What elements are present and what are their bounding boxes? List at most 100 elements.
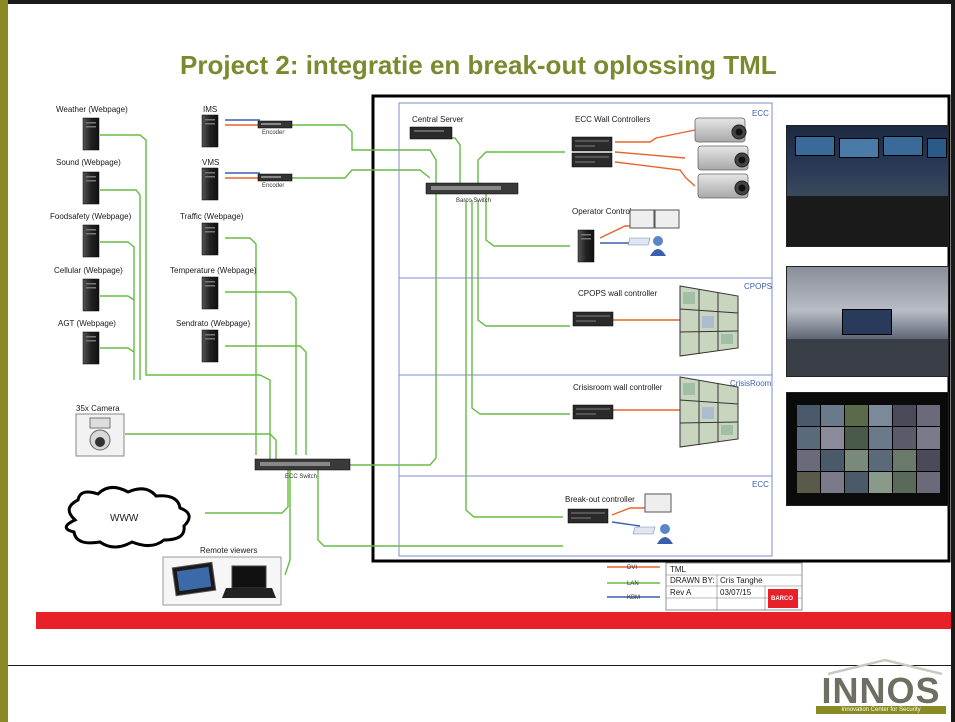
barco-logo-text: BARCO [771, 596, 793, 602]
barco-switch-label: Barco Switch [456, 198, 491, 204]
middle-column-sources: IMS Encoder VMS Encoder Traffic (Webpage… [170, 105, 293, 363]
cpops-controller: CPOPS wall controller [572, 285, 739, 357]
keyboard-icon [627, 237, 651, 246]
breakout-controller: Break-out controller [565, 493, 673, 544]
server-icon [82, 331, 100, 365]
central-server: Central Server [409, 115, 464, 140]
title-block-rev: Rev A [670, 588, 692, 597]
encoder-label: Encoder [262, 130, 284, 136]
ecc-switch-label: ECC Switch [285, 474, 317, 480]
frame-bottom-line [8, 665, 955, 666]
innos-logo-text: INNOS [821, 670, 941, 711]
videowall-icon [679, 285, 739, 357]
monitor-icon [629, 209, 655, 229]
zone-label-ecc-top: ECC [752, 109, 769, 118]
title-block-drawn-by: Cris Tanghe [720, 576, 763, 585]
monitor-icon [654, 209, 680, 229]
server-icon [201, 114, 219, 148]
server-icon [201, 276, 219, 310]
projector-icon [697, 145, 750, 171]
user-icon [657, 524, 673, 544]
camera: 35x Camera [75, 404, 125, 457]
server-icon [82, 171, 100, 205]
source-label: AGT (Webpage) [58, 319, 116, 328]
controller-icon [571, 136, 613, 152]
central-server-icon [409, 126, 453, 140]
projector-icon [697, 173, 750, 199]
controller-icon [572, 311, 614, 327]
www-cloud: WWW [64, 486, 191, 549]
controller-icon [567, 508, 609, 524]
innos-tagline: Innovation Center for Security [841, 707, 921, 713]
keyboard-icon [632, 526, 656, 535]
ecc-wall-controllers: ECC Wall Controllers [571, 115, 750, 199]
encoder-icon [257, 173, 293, 182]
controller-label: Operator Control [572, 207, 632, 216]
frame-top-line [8, 0, 955, 4]
server-icon [201, 167, 219, 201]
left-column-sources: Weather (Webpage) Sound (Webpage) Foodsa… [50, 105, 132, 365]
frame-left-bar [0, 0, 8, 722]
ecc-switch: ECC Switch [254, 458, 351, 480]
barco-logo [768, 589, 798, 608]
source-label: VMS [202, 158, 219, 167]
innos-tagline-bar: Innovation Center for Security [816, 706, 946, 714]
lan-connections [100, 124, 570, 576]
source-label: Weather (Webpage) [56, 105, 128, 114]
legend-dvi: DVI [627, 565, 637, 571]
title-block-name: TML [670, 565, 687, 574]
encoder-label: Encoder [262, 183, 284, 189]
controller-icon [572, 404, 614, 420]
server-icon [201, 222, 219, 256]
source-label: Sendrato (Webpage) [176, 319, 250, 328]
source-label: Traffic (Webpage) [180, 212, 244, 221]
zone-label-crisisroom: CrisisRoom [730, 379, 772, 388]
kbm-connections [225, 119, 641, 527]
zone-label-cpops: CPOPS [744, 282, 772, 291]
source-label: Cellular (Webpage) [54, 266, 123, 275]
server-icon [82, 117, 100, 151]
frame-right-line [951, 0, 955, 722]
dvi-connections [225, 124, 696, 516]
legend: DVI LAN KBM [607, 565, 660, 601]
controller-label: CPOPS wall controller [578, 289, 657, 298]
title-block: TML DRAWN BY: Cris Tanghe Rev A 03/07/15… [665, 562, 803, 611]
source-label: Sound (Webpage) [56, 158, 121, 167]
controller-label: Crisisroom wall controller [573, 383, 663, 392]
server-icon [82, 224, 100, 258]
title-block-drawn-label: DRAWN BY: [670, 576, 715, 585]
footer-accent-bar [36, 612, 951, 629]
cloud-label: WWW [110, 513, 139, 524]
cpops-room-photo [786, 266, 949, 377]
legend-lan: LAN [627, 581, 639, 587]
source-label: Temperature (Webpage) [170, 266, 257, 275]
title-block-date: 03/07/15 [720, 588, 752, 597]
monitor-icon [644, 493, 672, 513]
legend-kbm: KBM [627, 595, 640, 601]
controller-label: Break-out controller [565, 495, 635, 504]
server-icon [577, 229, 595, 263]
barco-switch: Barco Switch [425, 182, 519, 204]
innos-roof-icon [827, 658, 943, 675]
videowall-icon [679, 376, 739, 448]
camera-label: 35x Camera [76, 404, 120, 413]
encoder-icon [257, 120, 293, 129]
rack-outline [371, 94, 951, 563]
cloud-icon [64, 486, 191, 549]
remote-viewers: Remote viewers [162, 546, 282, 606]
remote-viewers-label: Remote viewers [200, 546, 257, 555]
server-icon [82, 278, 100, 312]
ecc-room-photo [786, 125, 949, 247]
controller-label: ECC Wall Controllers [575, 115, 650, 124]
central-server-label: Central Server [412, 115, 464, 124]
zone-label-ecc-bottom: ECC [752, 480, 769, 489]
laptop-icon [231, 565, 267, 589]
crisisroom-controller: Crisisroom wall controller [572, 376, 739, 448]
slide-title: Project 2: integratie en break-out oplos… [180, 50, 777, 80]
operator-control: Operator Control [572, 207, 680, 263]
user-icon [650, 236, 666, 256]
server-icon [201, 329, 219, 363]
controller-icon [571, 152, 613, 168]
